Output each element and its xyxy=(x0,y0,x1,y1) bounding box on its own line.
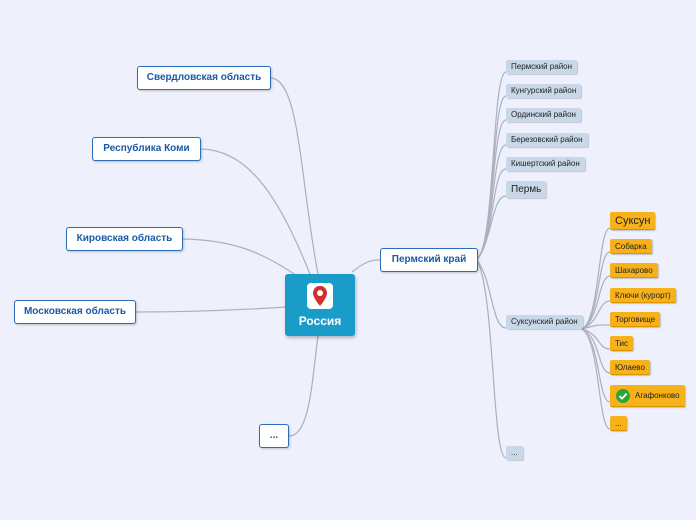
checkmark-icon xyxy=(616,389,630,403)
subtopic-perm-city[interactable]: Пермь xyxy=(506,181,547,198)
topic-kirov[interactable]: Кировская область xyxy=(66,227,183,251)
leaf-klyuchi-resort[interactable]: Ключи (курорт) xyxy=(610,288,676,303)
subtopic-permsky-district[interactable]: Пермский район xyxy=(506,60,578,74)
leaf-agafonkovo-label: Агафонково xyxy=(635,391,680,400)
topic-more-left[interactable]: ... xyxy=(259,424,289,448)
subtopic-suksunsky-district[interactable]: Суксунский район xyxy=(506,315,583,329)
topic-perm-krai[interactable]: Пермский край xyxy=(380,248,478,272)
subtopic-more-perm[interactable]: ... xyxy=(506,446,523,460)
subtopic-ordinsky-district[interactable]: Ординский район xyxy=(506,108,581,122)
topic-komi[interactable]: Республика Коми xyxy=(92,137,201,161)
leaf-shakharovo[interactable]: Шахарово xyxy=(610,263,658,278)
leaf-agafonkovo[interactable]: Агафонково xyxy=(610,385,685,407)
topic-sverdlovsk[interactable]: Свердловская область xyxy=(137,66,271,90)
leaf-yulaevo[interactable]: Юлаево xyxy=(610,360,650,375)
subtopic-kishertsky-district[interactable]: Кишертский район xyxy=(506,157,585,171)
subtopic-kungursky-district[interactable]: Кунгурский район xyxy=(506,84,582,98)
topic-moscow[interactable]: Московская область xyxy=(14,300,136,324)
subtopic-berezovsky-district[interactable]: Березовский район xyxy=(506,133,588,147)
leaf-torgovishche[interactable]: Торговище xyxy=(610,312,661,327)
leaf-more-suksun[interactable]: ... xyxy=(610,416,627,431)
leaf-sobarka[interactable]: Собарка xyxy=(610,239,652,254)
leaf-suksun[interactable]: Суксун xyxy=(610,212,656,230)
central-topic[interactable]: Россия xyxy=(285,274,355,336)
central-topic-label: Россия xyxy=(298,314,342,328)
leaf-tis[interactable]: Тис xyxy=(610,336,634,351)
map-pin-icon xyxy=(307,283,333,309)
